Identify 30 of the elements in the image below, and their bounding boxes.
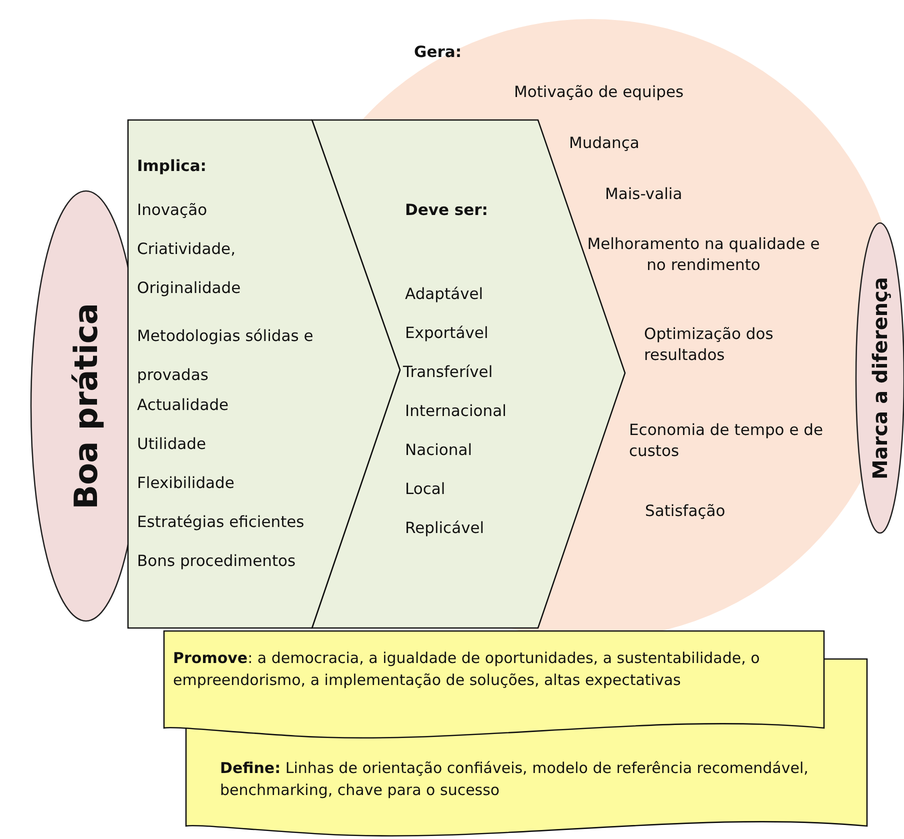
list-item: Exportável	[405, 323, 488, 344]
list-item: Metodologias sólidas e provadas	[137, 326, 314, 386]
list-item: Criatividade,	[137, 239, 236, 260]
vertical-label: Boa prática	[67, 302, 105, 510]
list-item: Inovação	[137, 200, 208, 221]
list-item: Bons procedimentos	[137, 551, 296, 572]
list-item: Nacional	[405, 440, 472, 461]
list-heading: Implica:	[137, 156, 206, 177]
list-heading: Gera:	[414, 42, 462, 63]
list-item: Originalidade	[137, 278, 241, 299]
list-item: Transferível	[403, 362, 493, 383]
list-heading: Deve ser:	[405, 200, 488, 221]
list-item: Replicável	[405, 518, 484, 539]
list-item: Flexibilidade	[137, 473, 234, 494]
list-item: Internacional	[405, 401, 506, 422]
list-item: Motivação de equipes	[514, 82, 684, 103]
list-item: Adaptável	[405, 284, 484, 305]
list-item: Optimização dos resultados	[644, 324, 774, 366]
list-item: Economia de tempo e de custos	[629, 420, 824, 462]
list-item: Melhoramento na qualidade e no rendimento	[586, 234, 821, 276]
vertical-label: Marca a diferença	[868, 276, 892, 480]
list-item: Local	[405, 479, 446, 500]
note-text: Define: Linhas de orientação confiáveis, modelo de referência recomendável, benchmarking, chave para o sucesso	[220, 758, 810, 801]
list-item: Mudança	[569, 133, 640, 154]
list-item: Actualidade	[137, 395, 229, 416]
list-item: Estratégias eficientes	[137, 512, 304, 533]
list-item: Satisfação	[645, 501, 726, 522]
list-item: Mais-valia	[605, 184, 682, 205]
list-item: Utilidade	[137, 434, 206, 455]
note-text: Promove: a democracia, a igualdade de oportunidades, a sustentabilidade, o empreendorismo, a implementação de soluções, altas expectativas	[173, 648, 761, 691]
